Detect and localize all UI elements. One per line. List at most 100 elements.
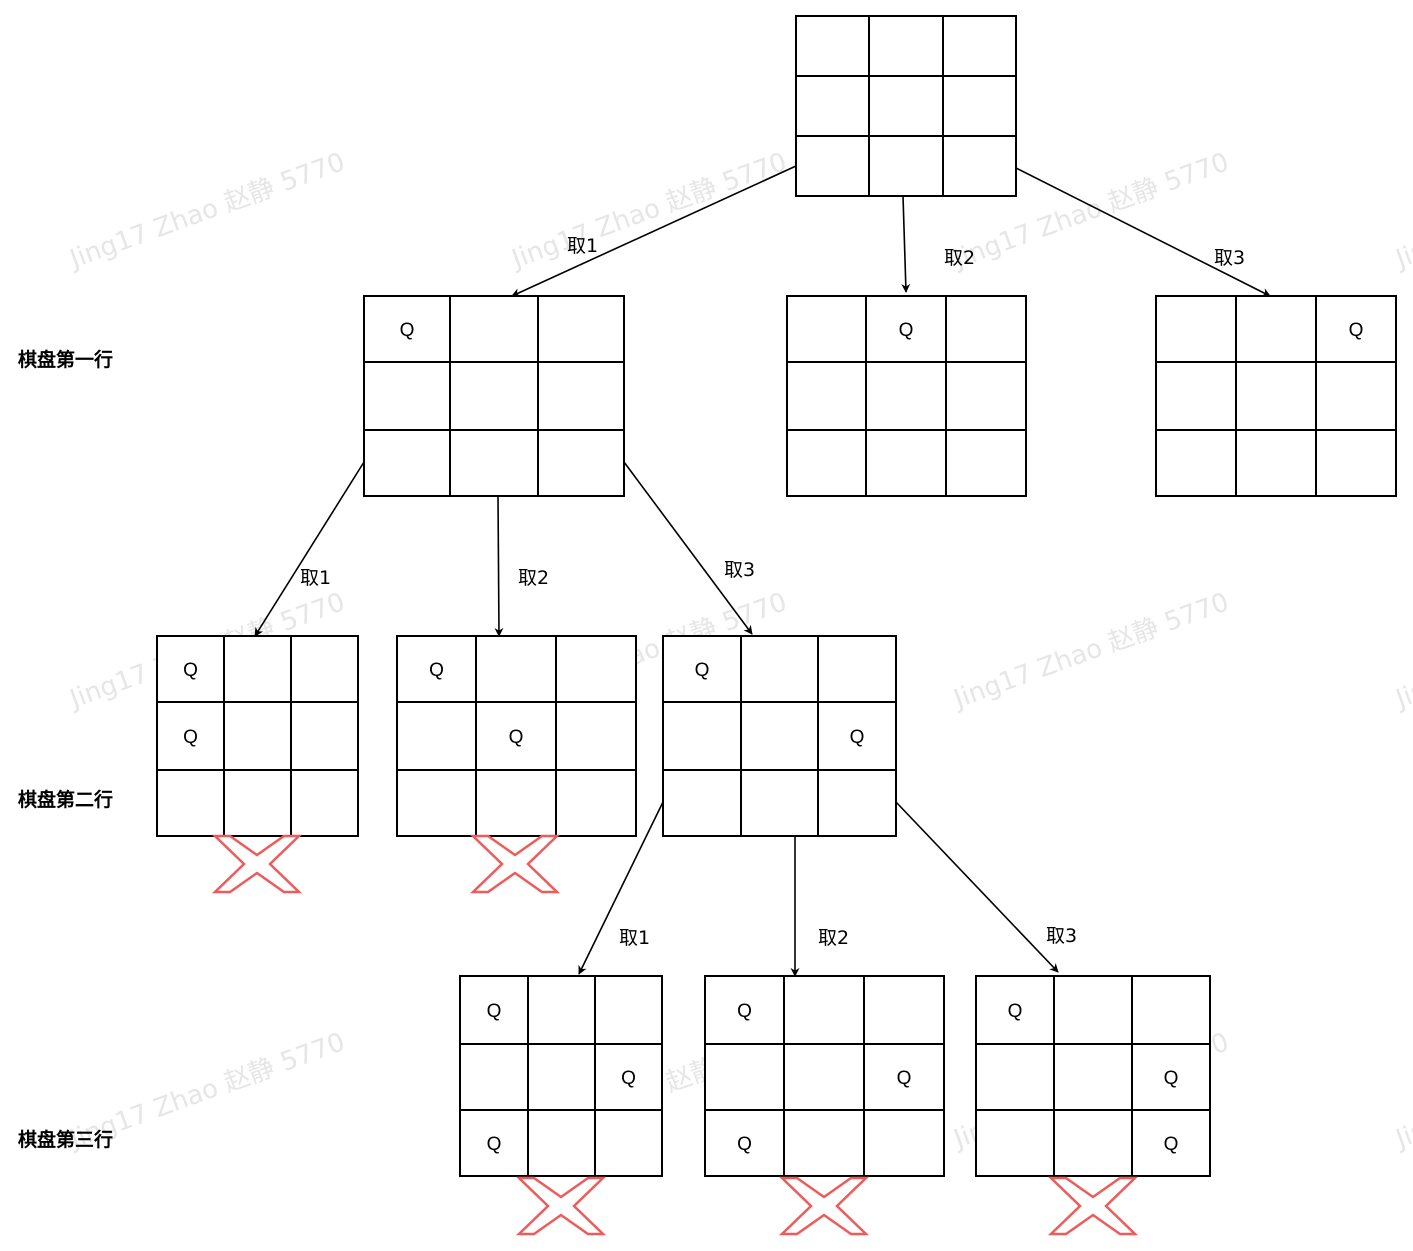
- board-cell-r3-c1: [459, 1109, 529, 1177]
- board-cell-r1-c1: [786, 295, 867, 363]
- board-cell-r3-c2: [1053, 1109, 1133, 1177]
- edge-r2-c3-to-r3-c1: 取1: [578, 801, 664, 975]
- board-cell-r2-c2: [475, 701, 557, 771]
- board-cell-r1-c1: [975, 975, 1055, 1045]
- queen-marker: Q: [737, 1001, 752, 1022]
- queen-marker: Q: [621, 1068, 636, 1089]
- board-cell-r1-c2: [868, 15, 944, 77]
- edge-label: 取3: [1046, 925, 1077, 947]
- edge-label: 取1: [300, 567, 331, 589]
- board-cell-r2-c1: [786, 361, 867, 431]
- board-cell-r1-c2: [527, 975, 596, 1045]
- board-r3-c2: QQQ: [704, 975, 945, 1177]
- watermark-text: Jing17 Zhao 赵静 5770: [1390, 587, 1413, 715]
- board-cell-r3-c1: [396, 769, 477, 837]
- row-label-3: 棋盘第三行: [18, 1128, 113, 1151]
- board-cell-r3-c3: [537, 429, 625, 497]
- board-cell-r1-c3: [863, 975, 945, 1045]
- board-cell-r1-c3: [594, 975, 663, 1045]
- board-r2-c2: QQ: [396, 635, 637, 837]
- board-cell-r2-c2: [527, 1043, 596, 1111]
- edge-label: 取3: [724, 559, 755, 581]
- board-cell-r3-c3: [945, 429, 1027, 497]
- board-cell-r1-c3: [537, 295, 625, 363]
- board-cell-r3-c1: [363, 429, 451, 497]
- queen-marker: Q: [1008, 1001, 1023, 1022]
- board-cell-r2-c2: [740, 701, 819, 771]
- queen-marker: Q: [429, 660, 444, 681]
- board-root: [795, 15, 1017, 197]
- edge-label: 取1: [619, 927, 650, 949]
- board-cell-r1-c3: [817, 635, 897, 703]
- board-cell-r3-c1: [795, 135, 870, 197]
- board-cell-r2-c3: [942, 75, 1017, 137]
- board-cell-r1-c3: [555, 635, 637, 703]
- board-cell-r1-c2: [449, 295, 539, 363]
- board-cell-r3-c3: [1131, 1109, 1211, 1177]
- watermark-text: Jing17 Zhao 赵静 5770: [948, 587, 1233, 715]
- edge-arrow: [578, 801, 664, 975]
- board-cell-r3-c2: [223, 769, 292, 837]
- board-cell-r3-c2: [868, 135, 944, 197]
- board-cell-r2-c1: [363, 361, 451, 431]
- board-cell-r3-c2: [475, 769, 557, 837]
- board-cell-r1-c3: [945, 295, 1027, 363]
- watermark-text: Jing17 Zhao 赵静 5770: [1390, 1027, 1413, 1155]
- board-cell-r2-c1: [459, 1043, 529, 1111]
- queen-marker: Q: [1164, 1068, 1179, 1089]
- board-cell-r3-c2: [865, 429, 947, 497]
- board-cell-r1-c2: [783, 975, 865, 1045]
- board-cell-r2-c1: [662, 701, 742, 771]
- rejected-cross-icon: [515, 1176, 607, 1236]
- board-cell-r2-c2: [1053, 1043, 1133, 1111]
- board-r1-c2: Q: [786, 295, 1027, 497]
- watermark-text: Jing17 Zhao 赵静 5770: [1390, 147, 1413, 275]
- queen-marker: Q: [509, 727, 524, 748]
- edge-label: 取2: [518, 567, 549, 589]
- rejected-cross-icon: [778, 1176, 870, 1236]
- board-cell-r3-c3: [863, 1109, 945, 1177]
- board-cell-r3-c3: [555, 769, 637, 837]
- board-cell-r1-c1: [662, 635, 742, 703]
- watermark-text: Jing17 Zhao 赵静 5770: [64, 147, 349, 275]
- row-label-2: 棋盘第二行: [18, 788, 113, 811]
- watermark-text: Jing17 Zhao 赵静 5770: [506, 147, 791, 275]
- board-cell-r2-c1: [975, 1043, 1055, 1111]
- board-cell-r1-c2: [475, 635, 557, 703]
- board-cell-r2-c2: [783, 1043, 865, 1111]
- edge-arrow: [623, 461, 753, 635]
- board-cell-r1-c1: [459, 975, 529, 1045]
- board-cell-r1-c2: [865, 295, 947, 363]
- cross-layer: [211, 834, 1139, 1236]
- row-label-layer: 棋盘第一行 棋盘第二行 棋盘第三行: [18, 348, 113, 1151]
- queen-marker: Q: [487, 1134, 502, 1155]
- board-cell-r2-c2: [865, 361, 947, 431]
- board-cell-r1-c1: [1155, 295, 1237, 363]
- board-r3-c3: Q Q Q: [975, 975, 1211, 1177]
- board-cell-r1-c1: [795, 15, 870, 77]
- board-cell-r1-c2: [223, 635, 292, 703]
- board-cell-r3-c2: [449, 429, 539, 497]
- queen-marker: Q: [487, 1001, 502, 1022]
- board-cell-r1-c1: [704, 975, 785, 1045]
- edge-arrow: [511, 165, 797, 297]
- edge-arrow: [1015, 167, 1271, 297]
- queen-marker: Q: [1164, 1134, 1179, 1155]
- board-cell-r3-c1: [662, 769, 742, 837]
- board-cell-r3-c1: [704, 1109, 785, 1177]
- queen-marker: Q: [183, 660, 198, 681]
- board-cell-r3-c2: [527, 1109, 596, 1177]
- queen-marker: Q: [897, 1068, 912, 1089]
- board-cell-r1-c1: [396, 635, 477, 703]
- board-cell-r2-c1: [795, 75, 870, 137]
- board-cell-r2-c2: [868, 75, 944, 137]
- board-cell-r1-c3: [290, 635, 359, 703]
- board-cell-r2-c3: [817, 701, 897, 771]
- board-cell-r2-c1: [396, 701, 477, 771]
- board-cell-r3-c2: [783, 1109, 865, 1177]
- board-cell-r1-c2: [1235, 295, 1317, 363]
- edge-r2-c3-to-r3-c3: 取3: [895, 801, 1077, 973]
- board-cell-r2-c2: [1235, 361, 1317, 431]
